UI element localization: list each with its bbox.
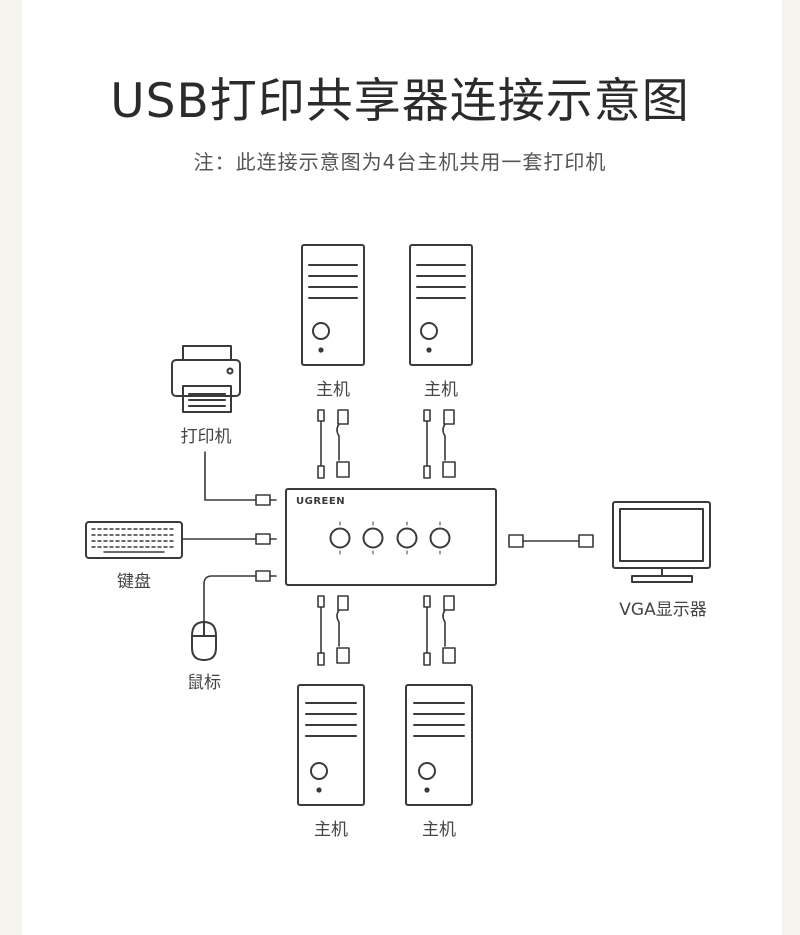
host-tower-bottom-right xyxy=(405,684,473,806)
label-host-top-right: 主机 xyxy=(424,380,458,400)
keyboard-device xyxy=(85,521,183,559)
printer-cable xyxy=(204,451,277,506)
cable-pair-top-left xyxy=(317,409,350,479)
cable-pair-bottom-left xyxy=(317,595,350,666)
label-keyboard: 键盘 xyxy=(117,572,151,592)
switch-brand-logo: UGREEN xyxy=(296,496,346,507)
printer-device xyxy=(171,345,241,413)
label-host-bottom-left: 主机 xyxy=(314,820,348,840)
page-edge-right xyxy=(782,0,800,935)
monitor-device xyxy=(612,501,711,583)
label-host-top-left: 主机 xyxy=(316,380,350,400)
mouse-device xyxy=(191,621,217,661)
label-mouse: 鼠标 xyxy=(187,673,221,693)
mouse-cable xyxy=(203,570,277,623)
label-monitor: VGA显示器 xyxy=(619,600,707,620)
host-tower-bottom-left xyxy=(297,684,365,806)
label-host-bottom-right: 主机 xyxy=(422,820,456,840)
diagram-title: USB打印共享器连接示意图 xyxy=(110,74,690,129)
cable-pair-top-right xyxy=(423,409,456,479)
keyboard-cable xyxy=(181,533,277,545)
cable-pair-bottom-right xyxy=(423,595,456,666)
label-printer: 打印机 xyxy=(180,427,232,447)
printer-share-switch xyxy=(285,488,497,586)
diagram-subtitle: 注：此连接示意图为4台主机共用一套打印机 xyxy=(193,150,607,174)
host-tower-top-right xyxy=(409,244,473,366)
host-tower-top-left xyxy=(301,244,365,366)
page-edge-left xyxy=(0,0,22,935)
vga-cable xyxy=(508,534,594,548)
